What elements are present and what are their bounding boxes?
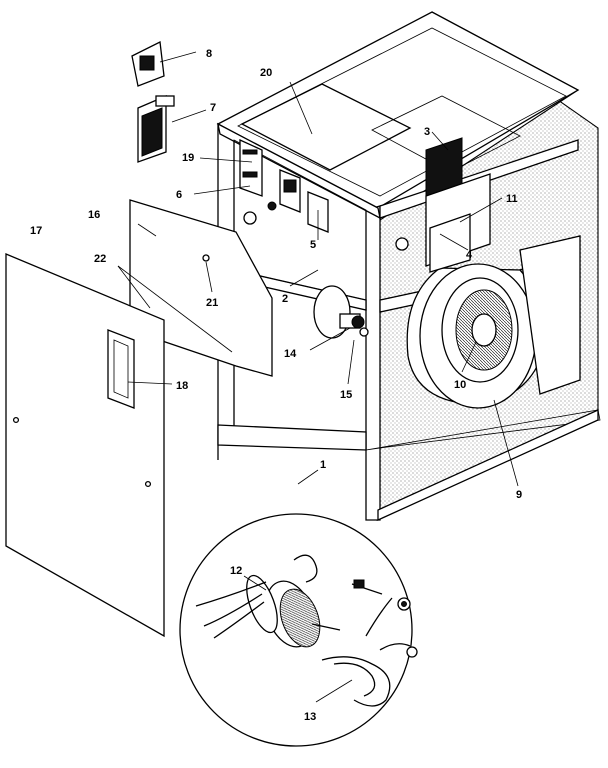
label-13: 13 bbox=[304, 711, 316, 723]
label-1: 1 bbox=[320, 459, 326, 471]
label-17: 17 bbox=[30, 225, 42, 237]
label-11: 11 bbox=[506, 193, 518, 205]
door-louver bbox=[107, 329, 135, 409]
label-21: 21 bbox=[206, 297, 218, 309]
blower-motor-detail bbox=[179, 513, 418, 747]
label-2: 2 bbox=[282, 293, 288, 305]
label-12: 12 bbox=[230, 565, 242, 577]
label-15: 15 bbox=[340, 389, 352, 401]
control-area bbox=[239, 138, 409, 251]
label-18: 18 bbox=[176, 380, 188, 392]
label-20: 20 bbox=[260, 67, 272, 79]
transformer-group bbox=[131, 41, 175, 163]
front-post bbox=[365, 205, 381, 521]
label-16: 16 bbox=[88, 209, 100, 221]
label-9: 9 bbox=[516, 489, 522, 501]
label-3: 3 bbox=[424, 126, 430, 138]
control-board bbox=[239, 138, 263, 197]
label-10: 10 bbox=[454, 379, 466, 391]
label-8: 8 bbox=[206, 48, 212, 60]
blower-assembly bbox=[406, 235, 581, 409]
label-5: 5 bbox=[310, 239, 316, 251]
label-7: 7 bbox=[210, 102, 216, 114]
heat-exchanger-bracket bbox=[425, 137, 491, 273]
label-6: 6 bbox=[176, 189, 182, 201]
part-labels: 8 7 20 3 11 4 5 6 19 2 16 17 22 21 18 14… bbox=[30, 48, 522, 723]
base-rail bbox=[217, 424, 367, 451]
inducer-motor bbox=[313, 285, 369, 339]
front-door bbox=[5, 253, 165, 638]
label-19: 19 bbox=[182, 152, 194, 164]
label-4: 4 bbox=[466, 249, 473, 261]
label-14: 14 bbox=[284, 348, 297, 360]
leader-lines bbox=[117, 51, 519, 703]
top-panel bbox=[240, 83, 412, 171]
label-22: 22 bbox=[94, 253, 106, 265]
front-door-panel bbox=[5, 253, 165, 638]
